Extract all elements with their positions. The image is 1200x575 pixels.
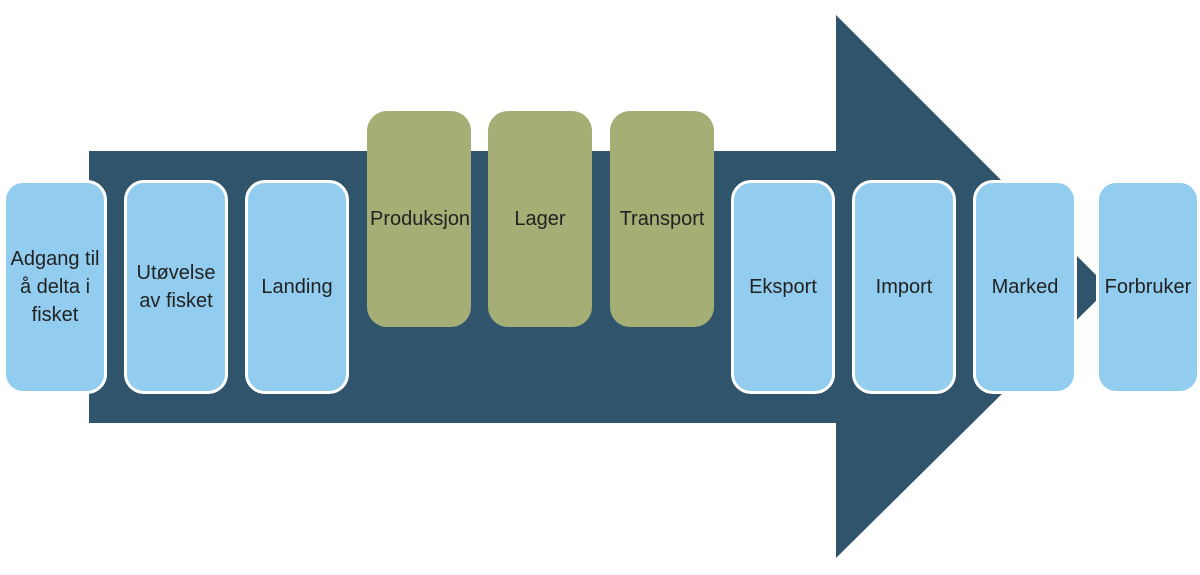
stage-transport: Transport (610, 111, 714, 327)
stage-label: Forbruker (1104, 276, 1192, 298)
stage-produksjon: Produksjon (367, 111, 471, 327)
stage-utovelse-av-fisket: Utøvelse av fisket (124, 180, 228, 394)
stage-eksport: Eksport (731, 180, 835, 394)
stage-label: Eksport (749, 276, 817, 298)
stage-marked: Marked (973, 180, 1077, 394)
flow-arrow-shape (89, 15, 1109, 558)
stage-label: Transport (619, 208, 705, 230)
stage-label: Adgang til å delta i fisket (10, 248, 100, 326)
stage-import: Import (852, 180, 956, 394)
stage-landing: Landing (245, 180, 349, 394)
stage-label: Utøvelse av fisket (136, 262, 216, 312)
stage-label: Import (875, 276, 933, 298)
stage-lager: Lager (488, 111, 592, 327)
stage-label: Marked (991, 276, 1059, 298)
stage-adgang-til-a-delta-i-fisket: Adgang til å delta i fisket (3, 180, 107, 394)
stage-label: Landing (261, 276, 333, 298)
stage-label: Lager (514, 208, 566, 230)
stage-label: Produksjon (370, 208, 471, 230)
stage-forbruker: Forbruker (1096, 180, 1200, 394)
